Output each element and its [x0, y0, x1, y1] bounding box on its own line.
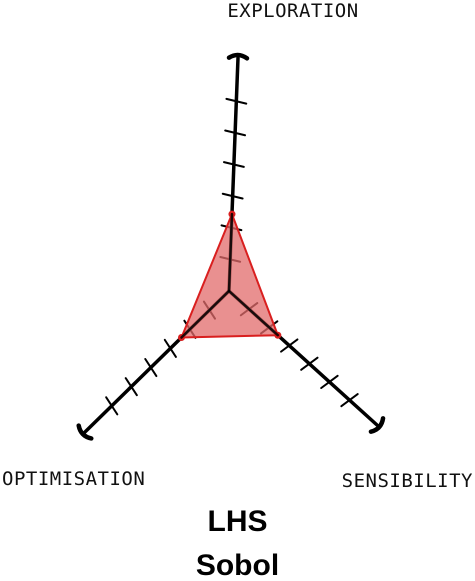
axis-inner-segment-optimisation [180, 289, 231, 339]
axis-inner-segment-sensibility [227, 289, 280, 337]
axis-tick-optimisation [163, 338, 177, 358]
axis-label-optimisation: OPTIMISATION [2, 468, 145, 490]
method-caption-lhs: LHS [207, 505, 268, 538]
axis-tick-optimisation [105, 396, 119, 416]
method-caption-sobol: Sobol [195, 549, 280, 581]
axis-tick-exploration [221, 192, 244, 200]
axis-tick-optimisation [124, 377, 138, 397]
axis-tick-exploration [225, 97, 248, 105]
axis-tick-exploration [222, 161, 245, 168]
axis-tick-sensibility [340, 393, 359, 408]
axis-arrowhead-exploration [226, 52, 250, 61]
axis-labels-layer: EXPLORATION OPTIMISATION SENSIBILITY [2, 0, 473, 492]
axis-tick-exploration [224, 129, 247, 137]
axis-arrowhead-optimisation [76, 423, 94, 441]
axis-tick-sensibility [280, 338, 299, 353]
axis-tick-sensibility [320, 374, 339, 389]
value-polygon-layer [177, 210, 282, 342]
axis-arrowhead-sensibility [368, 416, 386, 434]
axis-inner-segment-exploration [227, 212, 234, 293]
axis-tick-sensibility [300, 356, 319, 371]
axis-label-exploration: EXPLORATION [227, 0, 358, 22]
axis-tick-optimisation [144, 357, 158, 378]
axis-label-sensibility: SENSIBILITY [342, 470, 473, 492]
